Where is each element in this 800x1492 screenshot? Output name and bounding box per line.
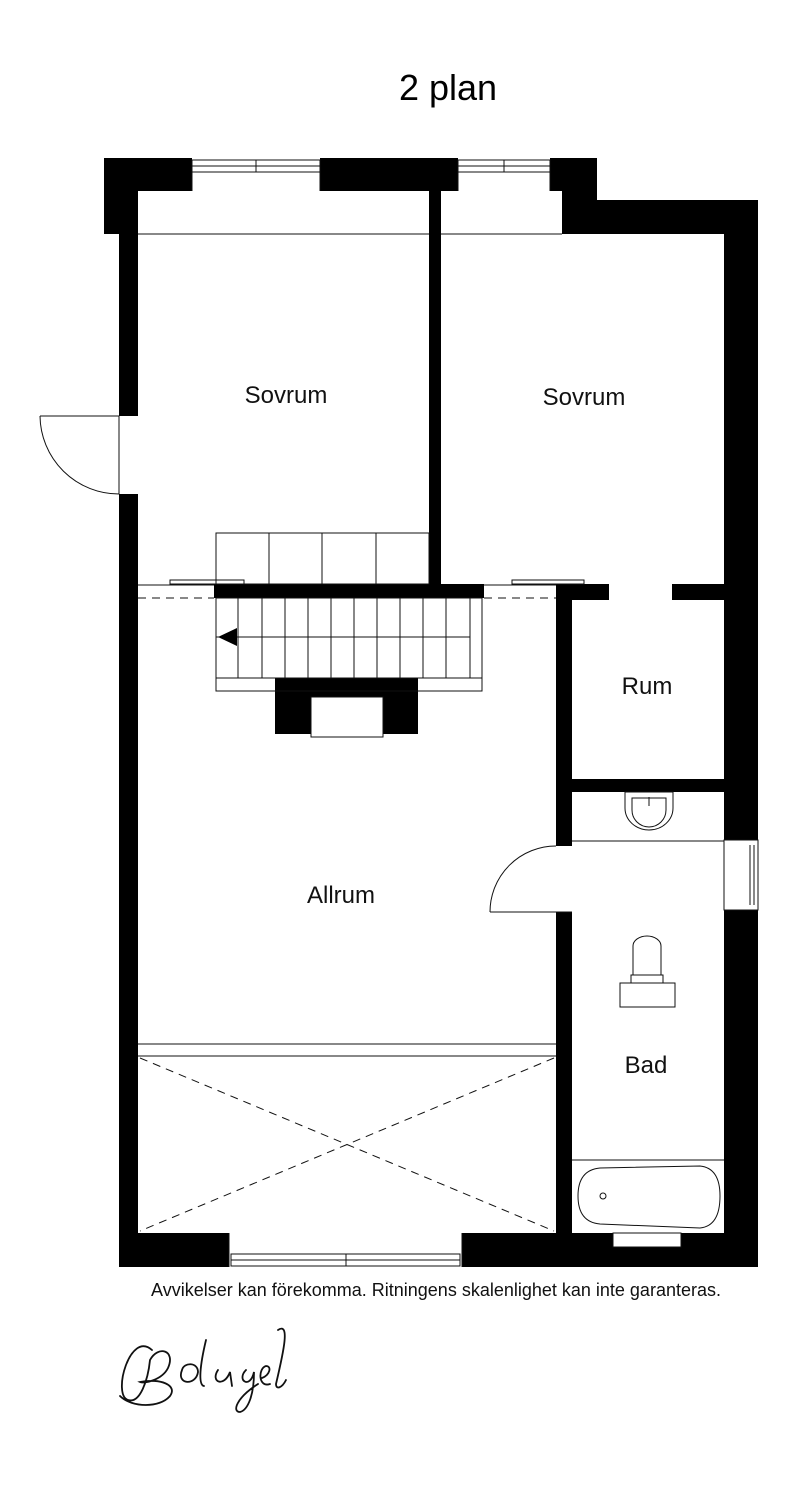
room-label-sovrum-left: Sovrum <box>245 382 328 409</box>
wall-bottom-right <box>462 1233 758 1267</box>
sliding-door-right <box>511 579 585 585</box>
room-label-sovrum-right: Sovrum <box>543 384 626 411</box>
chimney-opening <box>310 696 384 738</box>
window-bath <box>723 839 759 911</box>
stair-arrow-icon <box>218 628 237 646</box>
wall-stair-top <box>214 584 484 598</box>
door-bath-swing <box>489 845 557 913</box>
stair-lower <box>215 597 483 692</box>
room-label-rum: Rum <box>622 673 673 700</box>
disclaimer-text: Avvikelser kan förekomma. Ritningens ska… <box>151 1280 721 1300</box>
door-left-swing <box>39 415 120 495</box>
wall-left-upper <box>119 191 138 416</box>
wall-bedroom-divider <box>429 191 441 591</box>
walls <box>104 158 758 1267</box>
plan-title: 2 plan <box>399 67 497 108</box>
wall-bottom-left <box>119 1233 229 1267</box>
wall-right-lower <box>724 910 758 1267</box>
wall-top-middle <box>320 158 458 191</box>
wall-bath-left-lower <box>556 912 572 1233</box>
sliding-door-left <box>169 579 245 585</box>
wall-left-lower <box>119 494 138 1267</box>
wall-rum-top-right <box>672 584 724 600</box>
sink-icon <box>624 791 674 831</box>
wall-rum-bottom <box>556 779 724 792</box>
brand-logo <box>119 1327 287 1413</box>
room-label-allrum: Allrum <box>307 882 375 909</box>
terrace-cross-b <box>139 1057 555 1232</box>
wall-right-upper <box>724 200 758 840</box>
toilet-icon <box>632 935 662 976</box>
bathtub-icon <box>577 1165 721 1229</box>
wall-bath-left-upper <box>556 584 572 846</box>
fine-lines <box>39 159 759 1267</box>
room-label-bad: Bad <box>625 1052 668 1079</box>
